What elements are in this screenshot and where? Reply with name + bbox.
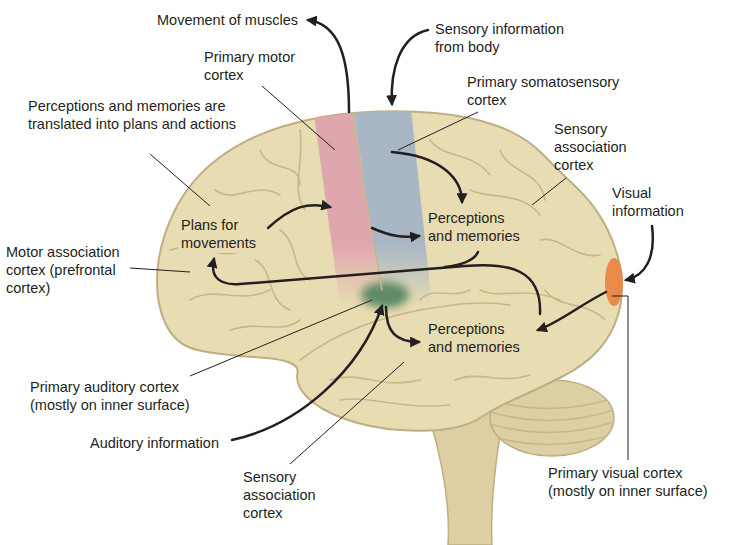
leader-bracket (612, 296, 628, 460)
output-label: Movement of muscles (157, 11, 298, 29)
process-label: Perceptions and memories (425, 319, 531, 357)
central-sulcus (352, 112, 382, 290)
sulcus (430, 140, 490, 175)
process-label: Plans for movements (178, 215, 266, 253)
flow-arrow (626, 226, 653, 280)
region-label: Motor association cortex (prefrontal cor… (6, 243, 146, 297)
cerebellum-folds (490, 398, 614, 456)
sulcus (420, 290, 470, 300)
flow-arrow (392, 30, 428, 104)
leader-line (130, 268, 190, 272)
leader-line (150, 154, 210, 206)
sulcus (545, 290, 605, 320)
region-label: Primary motor cortex (204, 48, 314, 84)
cerebellum-fold (490, 434, 614, 445)
flow-arrow (268, 205, 330, 228)
flow-arrow (372, 228, 419, 237)
sulcus (500, 150, 545, 200)
flow-arrow (386, 307, 419, 342)
sulcus (330, 377, 420, 383)
flow-arrow-branch (445, 252, 478, 267)
sulcus (540, 239, 600, 255)
input-label: Visual information (612, 184, 697, 220)
primary-visual-cortex (605, 258, 623, 306)
leader-line (532, 178, 566, 205)
cerebellum-fold (490, 422, 614, 433)
leader-line (262, 86, 335, 150)
note-label: Perceptions and memories are translated … (28, 97, 268, 133)
sulcus (455, 375, 530, 380)
cerebellum-fold (495, 446, 610, 456)
sulcus (298, 130, 305, 210)
region-label: Primary visual cortex (mostly on inner s… (548, 464, 733, 500)
sulcus (480, 290, 560, 300)
flow-arrow (232, 306, 382, 440)
sulcus (230, 320, 300, 330)
cerebellum-fold (490, 410, 614, 421)
region-label: Primary somatosensory cortex (467, 73, 627, 109)
flow-arrow (538, 292, 606, 330)
input-label: Auditory information (90, 434, 219, 452)
leader-line (190, 300, 372, 376)
flow-arrow (308, 20, 349, 112)
process-label: Perceptions and memories (425, 208, 531, 246)
sulcus (280, 230, 310, 280)
leader-line (290, 362, 404, 464)
sulcus (215, 190, 280, 195)
leader-line (398, 112, 478, 150)
flow-arrow (213, 259, 540, 314)
sulcus (190, 290, 270, 300)
sulcus (260, 150, 300, 185)
input-label: Sensory information from body (435, 20, 585, 56)
primary-auditory-cortex (361, 282, 409, 308)
region-label: Sensory association cortex (554, 120, 642, 174)
cortex-regions (170, 100, 605, 406)
region-label: Sensory association cortex (243, 468, 331, 522)
sulcus (255, 260, 290, 310)
flow-arrow (392, 152, 462, 202)
region-label: Primary auditory cortex (mostly on inner… (30, 378, 215, 414)
